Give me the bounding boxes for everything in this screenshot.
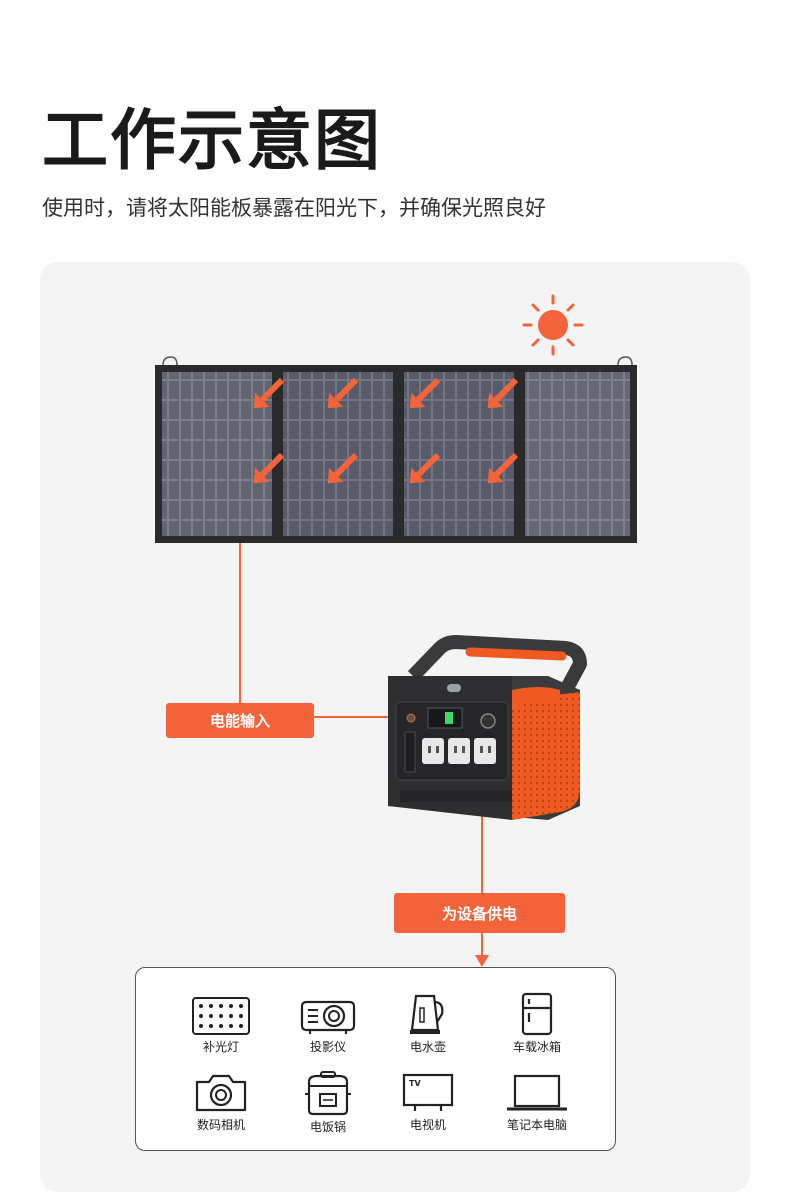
device-label: 电视机 bbox=[409, 1118, 446, 1132]
camera-icon bbox=[195, 1074, 247, 1112]
led-panel-icon bbox=[192, 997, 250, 1035]
svg-text:TV: TV bbox=[409, 1079, 421, 1088]
projector-icon bbox=[300, 1000, 356, 1034]
electric-input-label: 电能输入 bbox=[166, 703, 314, 738]
sun-icon bbox=[522, 294, 584, 356]
device-label: 车载冰箱 bbox=[512, 1040, 561, 1054]
page-subtitle: 使用时，请将太阳能板暴露在阳光下，并确保光照良好 bbox=[42, 196, 546, 220]
device-tv: TV 电视机 bbox=[373, 1072, 483, 1132]
device-label: 电饭锅 bbox=[309, 1120, 346, 1134]
device-projector: 投影仪 bbox=[273, 996, 383, 1054]
device-fridge: 车载冰箱 bbox=[482, 992, 592, 1054]
device-laptop: 笔记本电脑 bbox=[482, 1072, 592, 1132]
power-devices-label: 为设备供电 bbox=[394, 893, 565, 933]
solar-panel bbox=[155, 356, 637, 543]
devices-box: 补光灯 投影仪 电水壶 车载冰箱 bbox=[135, 967, 616, 1151]
sunlight-arrows bbox=[253, 377, 519, 484]
device-led-panel: 补光灯 bbox=[166, 996, 276, 1054]
page-title: 工作示意图 bbox=[42, 102, 382, 179]
laptop-icon bbox=[507, 1074, 567, 1111]
device-label: 电水壶 bbox=[409, 1040, 446, 1054]
rice-cooker-icon bbox=[305, 1071, 351, 1116]
device-label: 笔记本电脑 bbox=[506, 1118, 567, 1132]
device-label: 数码相机 bbox=[196, 1118, 245, 1132]
device-rice-cooker: 电饭锅 bbox=[273, 1070, 383, 1134]
device-label: 补光灯 bbox=[202, 1040, 239, 1054]
tv-icon: TV bbox=[402, 1073, 454, 1111]
fridge-icon bbox=[521, 992, 553, 1036]
power-station bbox=[388, 635, 587, 820]
device-camera: 数码相机 bbox=[166, 1072, 276, 1132]
device-kettle: 电水壶 bbox=[373, 992, 483, 1054]
device-label: 投影仪 bbox=[309, 1040, 346, 1054]
arrow-down-icon bbox=[475, 955, 489, 967]
kettle-icon bbox=[410, 994, 444, 1034]
